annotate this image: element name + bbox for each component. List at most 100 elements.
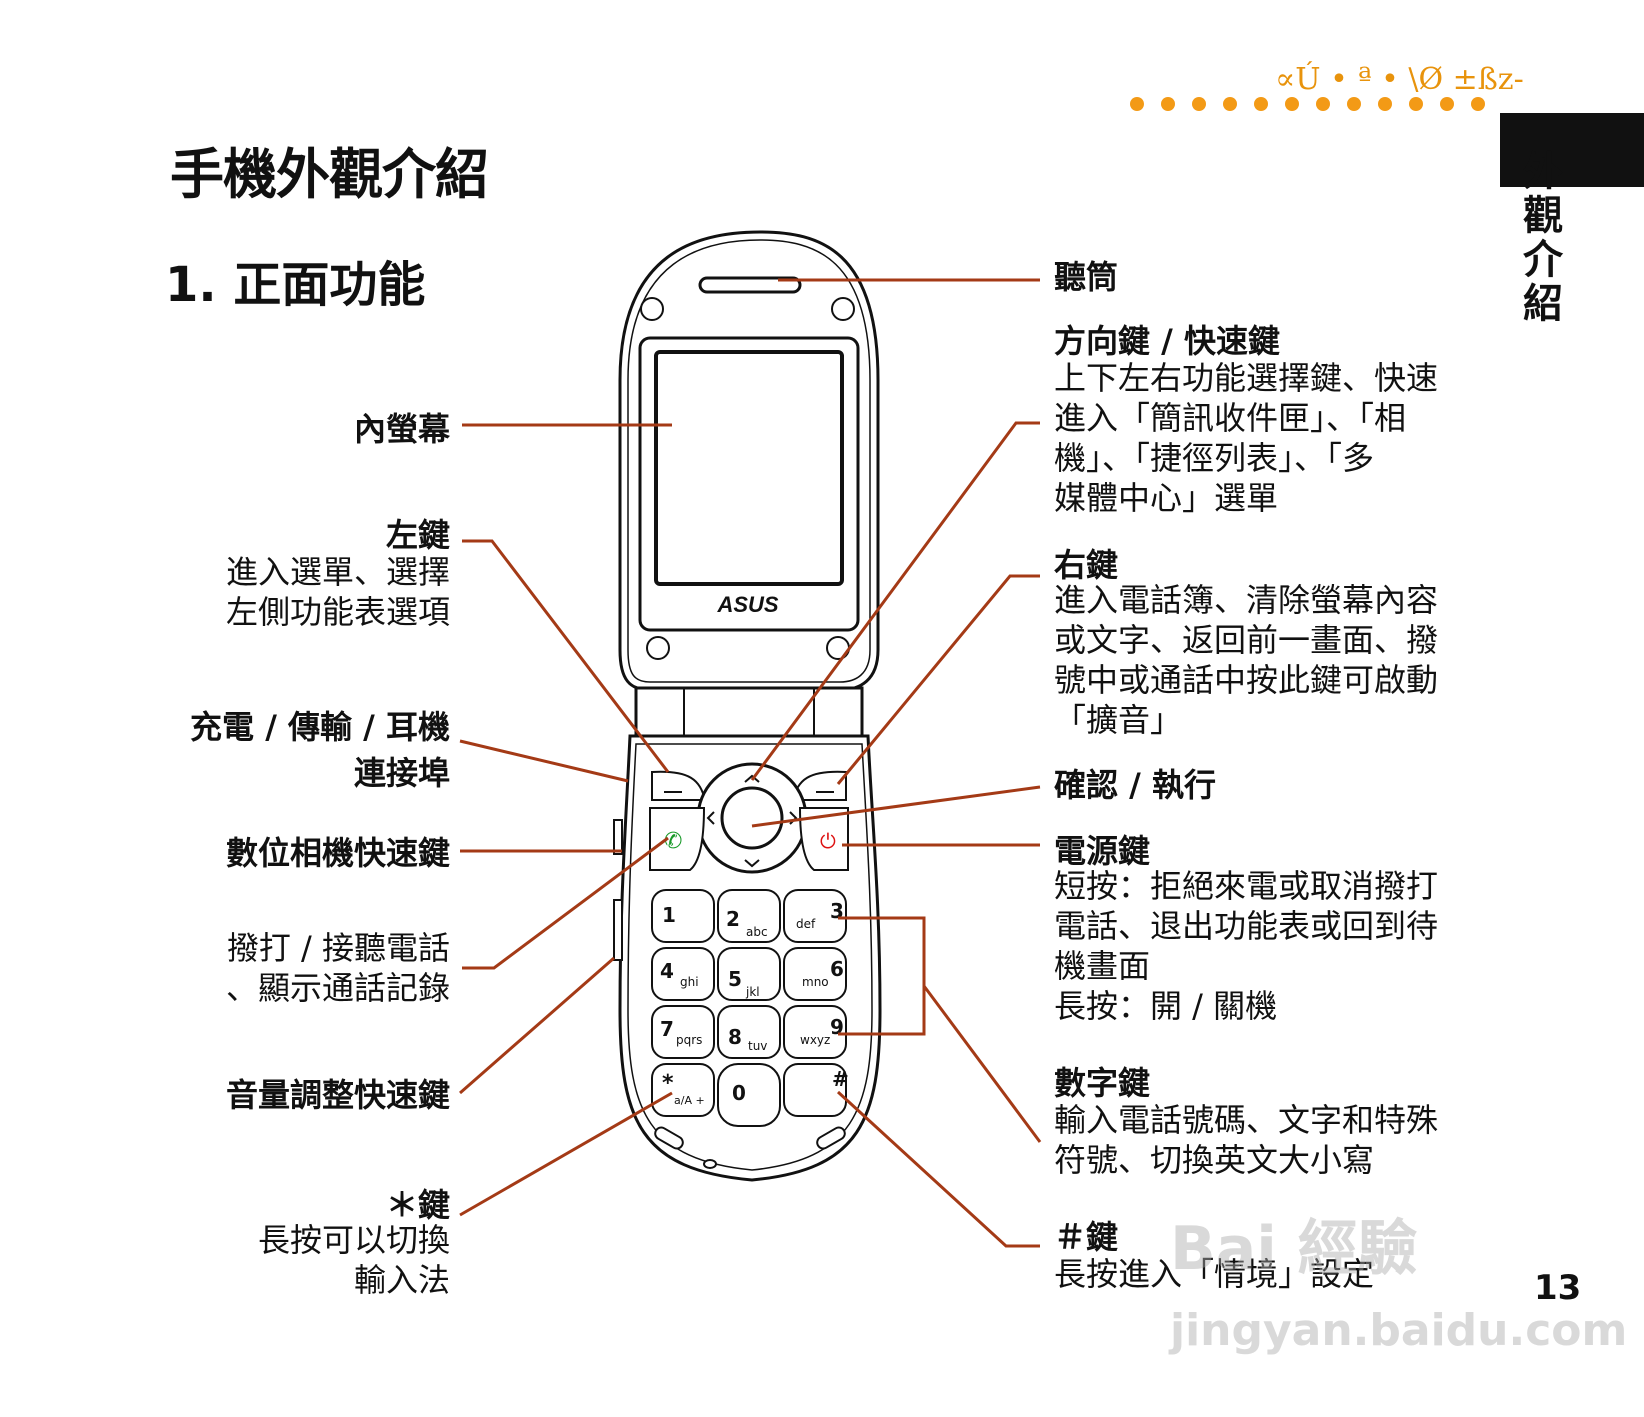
label-confirm-key: 確認 / 執行: [1054, 766, 1216, 804]
desc-line: 短按：拒絕來電或取消撥打: [1054, 867, 1439, 905]
desc-line: 長按進入「情境」設定: [1054, 1255, 1375, 1293]
page-number: 13: [1534, 1268, 1582, 1308]
label-nav-key: 方向鍵 / 快速鍵: [1054, 322, 1280, 360]
key-letters: mno: [802, 975, 829, 989]
desc-line: 左側功能表選項: [225, 593, 450, 631]
label-inner-screen: 內螢幕: [353, 410, 450, 448]
phone-green-icon: ✆: [664, 829, 682, 854]
screw-icon: [831, 297, 855, 321]
key-letters: abc: [746, 925, 768, 939]
key-4: [651, 947, 715, 1001]
desc-line: 進入「簡訊收件匣」、「相: [1054, 399, 1407, 437]
header-mark: ∝Ú • ª • \Ø ±ßz‑: [1275, 62, 1524, 97]
nav-up-icon: [744, 774, 760, 783]
end-key: [798, 807, 849, 871]
tab-char: 外: [1523, 149, 1563, 195]
screw-icon: [640, 297, 664, 321]
watermark-logo: Bai 經驗: [1170, 1214, 1418, 1284]
speaker-slot: [816, 1126, 846, 1150]
label-volume-key: 音量調整快速鍵: [225, 1076, 450, 1114]
desc-right-key: 進入電話簿、清除螢幕內容 或文字、返回前一畫面、撥 號中或通話中按此鍵可啟動 「…: [1054, 580, 1438, 740]
key-5: [717, 947, 781, 1001]
tab-char: 觀: [1523, 193, 1563, 239]
key-3: [783, 889, 847, 943]
desc-line: 機」、「捷徑列表」、「多: [1054, 439, 1375, 477]
desc-line: 長按可以切換: [257, 1221, 450, 1259]
key-number: 8: [728, 1025, 742, 1049]
desc-line: 進入選單、選擇: [225, 553, 450, 591]
label-camera-key: 數位相機快速鍵: [225, 834, 450, 872]
label-number-keys: 數字鍵: [1054, 1064, 1151, 1102]
hinge: [634, 686, 864, 738]
section-tab: [1500, 113, 1644, 187]
nav-left-icon: [706, 811, 715, 825]
label-right-key: 右鍵: [1054, 546, 1119, 584]
label-power-key: 電源鍵: [1054, 832, 1151, 870]
label-earpiece: 聽筒: [1054, 258, 1119, 296]
speaker-slot: [654, 1126, 684, 1150]
key-letters: pqrs: [676, 1033, 702, 1047]
call-key: [649, 807, 706, 871]
desc-line: 電話、退出功能表或回到待: [1054, 907, 1439, 945]
label-port-line2: 連接埠: [353, 754, 450, 792]
desc-line: 撥打 / 接聽電話: [226, 929, 450, 967]
page-title: 手機外觀介紹: [170, 143, 489, 206]
key-8: [717, 1005, 781, 1059]
desc-line: 機畫面: [1054, 947, 1151, 985]
key-number: 0: [732, 1081, 746, 1105]
desc-line: 輸入電話號碼、文字和特殊: [1054, 1101, 1439, 1139]
key-9: [783, 1005, 847, 1059]
desc-line: 、顯示通話記錄: [225, 969, 450, 1007]
desc-line: 「擴音」: [1054, 701, 1183, 739]
desc-line: 媒體中心」選單: [1054, 479, 1279, 517]
key-1: [651, 889, 715, 943]
key-number: 1: [662, 903, 676, 927]
inner-screen: [654, 350, 844, 586]
desc-left-key: 進入選單、選擇 左側功能表選項: [150, 552, 450, 632]
keypad: 1 2 abc 3 def 4 ghi 5 jkl 6 mno 7 pqrs 8…: [651, 889, 849, 1127]
key-number: #: [832, 1067, 849, 1091]
label-hash-key: ＃鍵: [1054, 1218, 1119, 1256]
brand-logo: ASUS: [716, 592, 778, 617]
section-tab-label: 外 觀 介 紹: [1518, 150, 1568, 326]
key-number: 6: [830, 957, 844, 981]
key-letters: ghi: [680, 975, 699, 989]
desc-hash-key: 長按進入「情境」設定: [1054, 1254, 1374, 1294]
key-letters: a/A +: [674, 1094, 705, 1107]
key-number: 7: [660, 1017, 674, 1041]
screw-icon: [646, 636, 670, 660]
label-left-key: 左鍵: [385, 516, 450, 554]
key-6: [783, 947, 847, 1001]
tab-char: 紹: [1523, 281, 1563, 327]
key-letters: jkl: [745, 985, 760, 999]
key-number: 2: [726, 907, 740, 931]
key-7: [651, 1005, 715, 1059]
desc-line: 號中或通話中按此鍵可啟動: [1054, 661, 1439, 699]
desc-number-keys: 輸入電話號碼、文字和特殊 符號、切換英文大小寫: [1054, 1100, 1438, 1180]
key-0: [717, 1063, 781, 1127]
desc-line: 輸入法: [353, 1261, 450, 1299]
key-letters: tuv: [748, 1039, 767, 1053]
section-subtitle: 1. 正面功能: [165, 257, 426, 313]
volume-side-button: [613, 899, 623, 961]
desc-call-key: 撥打 / 接聽電話 、顯示通話記錄: [150, 928, 450, 1008]
earpiece-icon: [698, 276, 802, 294]
label-port: 充電 / 傳輸 / 耳機: [190, 708, 450, 746]
desc-line: 長按：開 / 關機: [1054, 987, 1278, 1025]
desc-line: 進入電話簿、清除螢幕內容: [1054, 581, 1439, 619]
nav-down-icon: [744, 859, 760, 868]
desc-star-key: 長按可以切換 輸入法: [150, 1220, 450, 1300]
key-number: 5: [728, 967, 742, 991]
camera-side-button: [613, 819, 623, 855]
desc-nav-key: 上下左右功能選擇鍵、快速 進入「簡訊收件匣」、「相 機」、「捷徑列表」、「多 媒…: [1054, 358, 1438, 518]
confirm-key: [720, 786, 784, 850]
key-letters: def: [796, 917, 816, 931]
key-number: *: [662, 1071, 674, 1096]
microphone-icon: [703, 1159, 717, 1169]
tab-char: 介: [1523, 237, 1563, 283]
desc-power-key: 短按：拒絕來電或取消撥打 電話、退出功能表或回到待 機畫面 長按：開 / 關機: [1054, 866, 1438, 1026]
key-hash: [783, 1063, 847, 1117]
key-number: 4: [660, 959, 674, 983]
decorative-dots: [1130, 96, 1502, 115]
